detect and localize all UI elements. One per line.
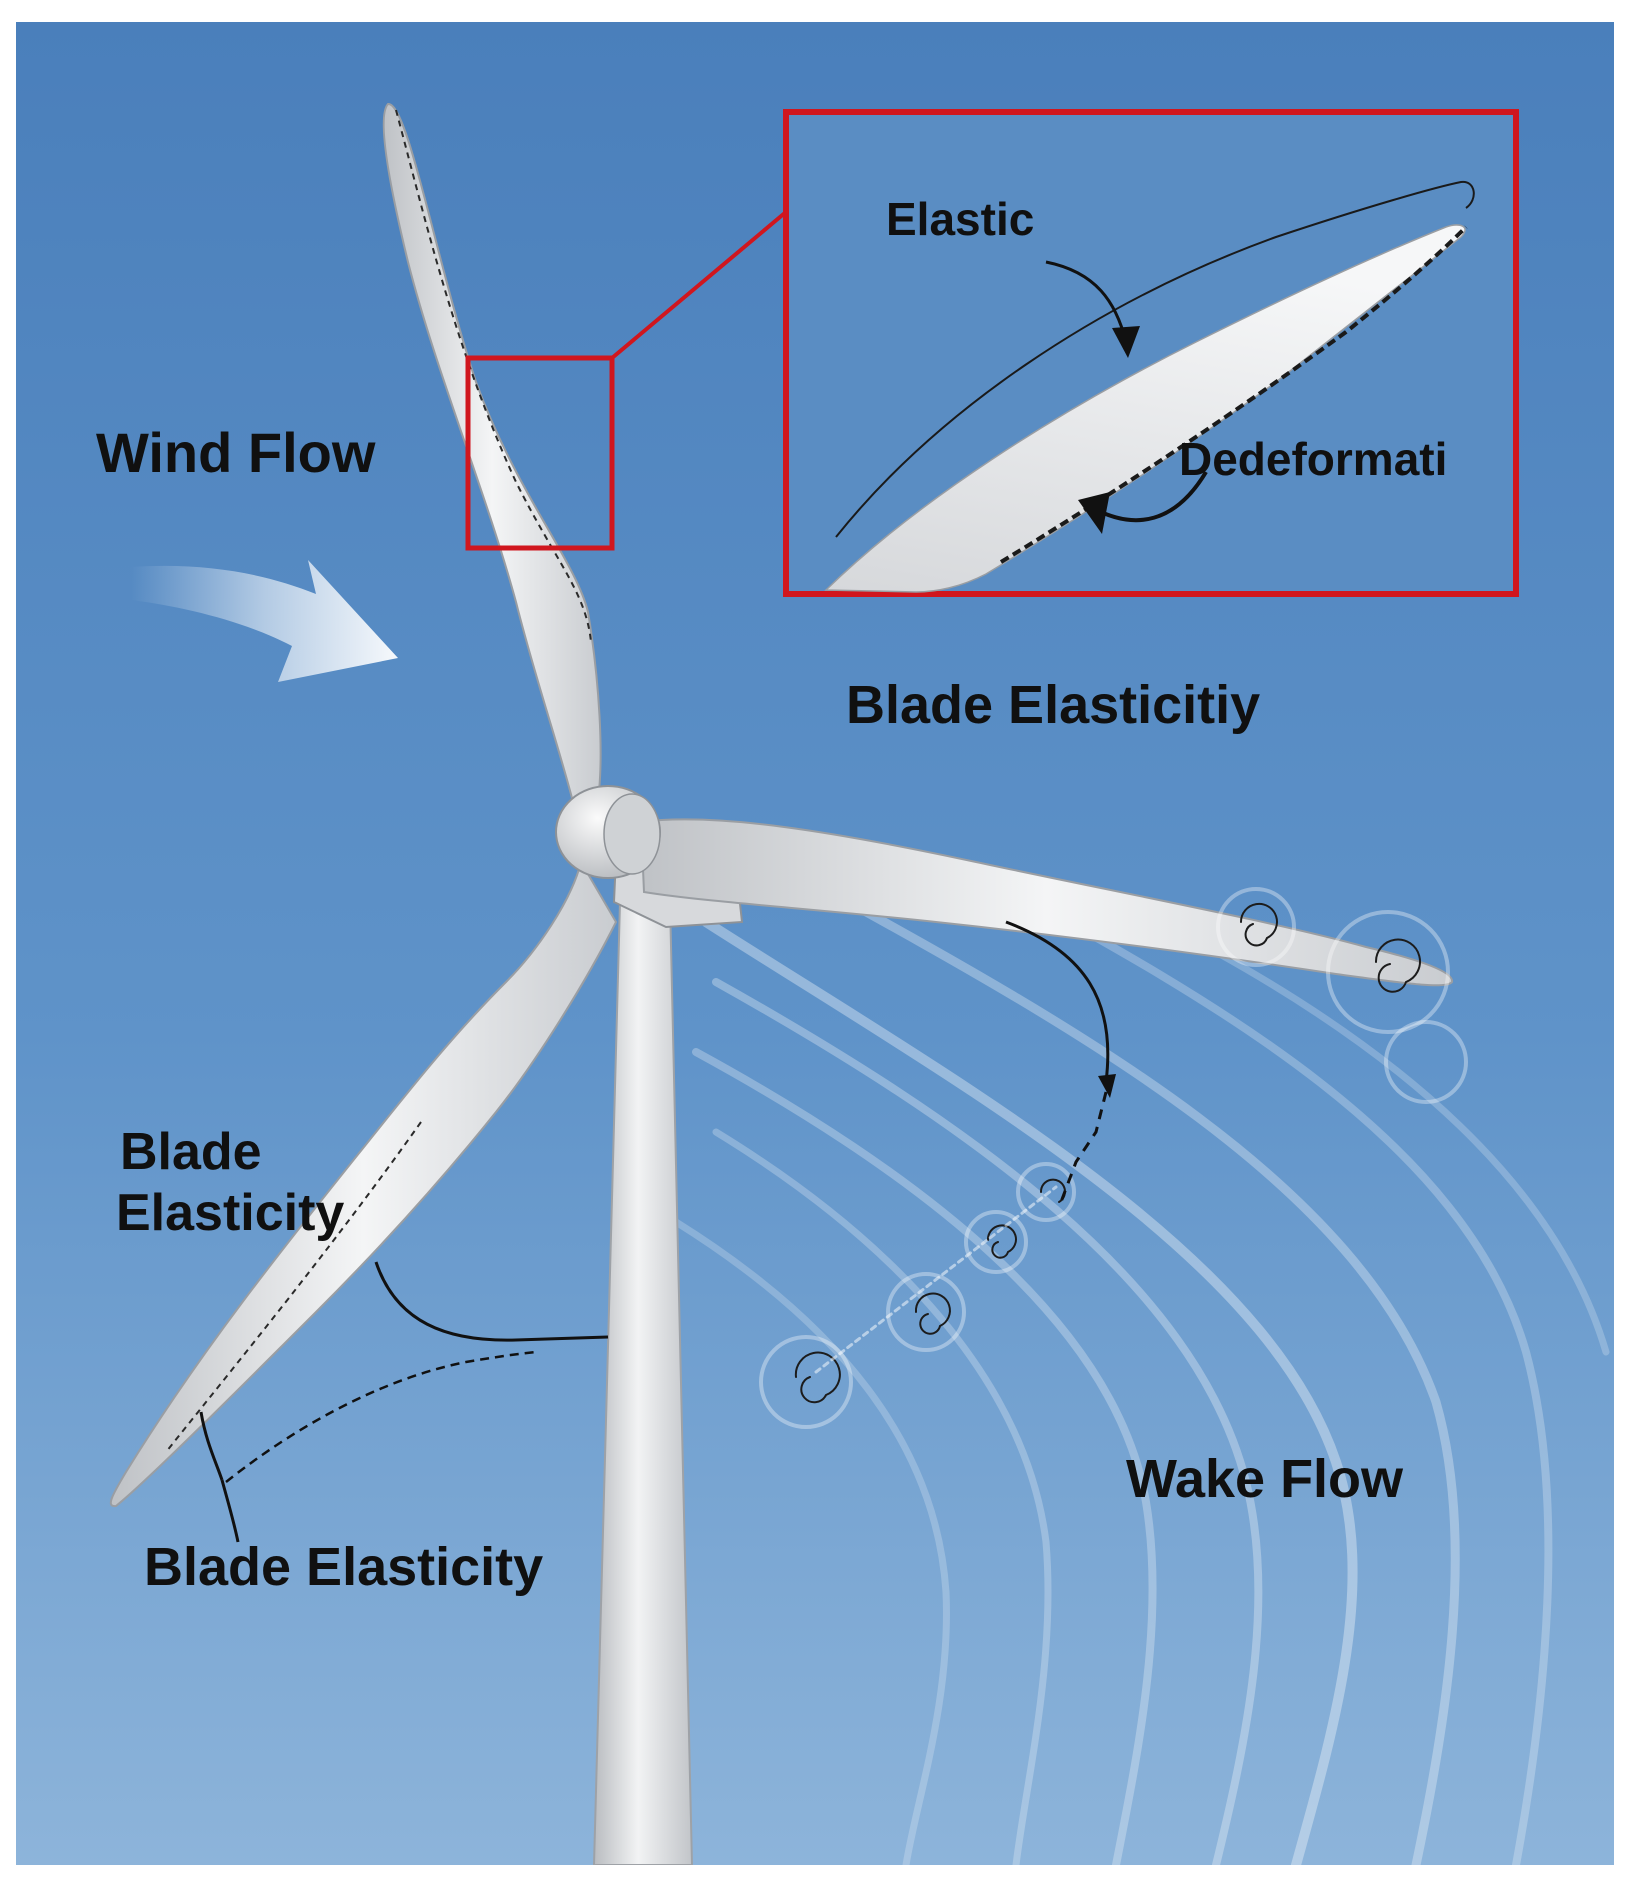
blade-elasticity-bottom-label: Blade Elasticity xyxy=(144,1537,544,1597)
wind-flow-arrow xyxy=(131,560,398,682)
blade-elasticity-left-line1: Blade xyxy=(120,1123,262,1181)
turbine-scene-graphic xyxy=(16,22,1614,1865)
tip-vortices xyxy=(759,887,1468,1429)
wind-flow-label: Wind Flow xyxy=(96,421,376,484)
blade-elasticitiy-label: Blade Elasticitiy xyxy=(846,675,1261,735)
blade-detail-marker xyxy=(465,355,615,551)
turbine-hub xyxy=(555,785,661,879)
elasticity-leader-lines xyxy=(199,1261,609,1543)
deflection-arrow-head xyxy=(1098,1074,1116,1098)
lower-left-blade xyxy=(109,859,618,1508)
wake-streamlines xyxy=(672,857,1610,1865)
callout-connector-top xyxy=(610,210,788,360)
blade-elasticity-left-line2: Elasticity xyxy=(116,1184,345,1243)
deflection-arrow xyxy=(1005,920,1110,1203)
blade-elasticity-left-label: Blade Elasticity xyxy=(116,1122,344,1245)
wake-flow-label: Wake Flow xyxy=(1126,1449,1404,1509)
zoom-inset xyxy=(783,109,1519,597)
elastic-label: Elastic xyxy=(886,193,1035,245)
dedeformati-label: Dedeformati xyxy=(1179,433,1448,485)
wind-turbine-illustration: Wind Flow Elastic Dedeformati Blade Elas… xyxy=(16,22,1614,1865)
